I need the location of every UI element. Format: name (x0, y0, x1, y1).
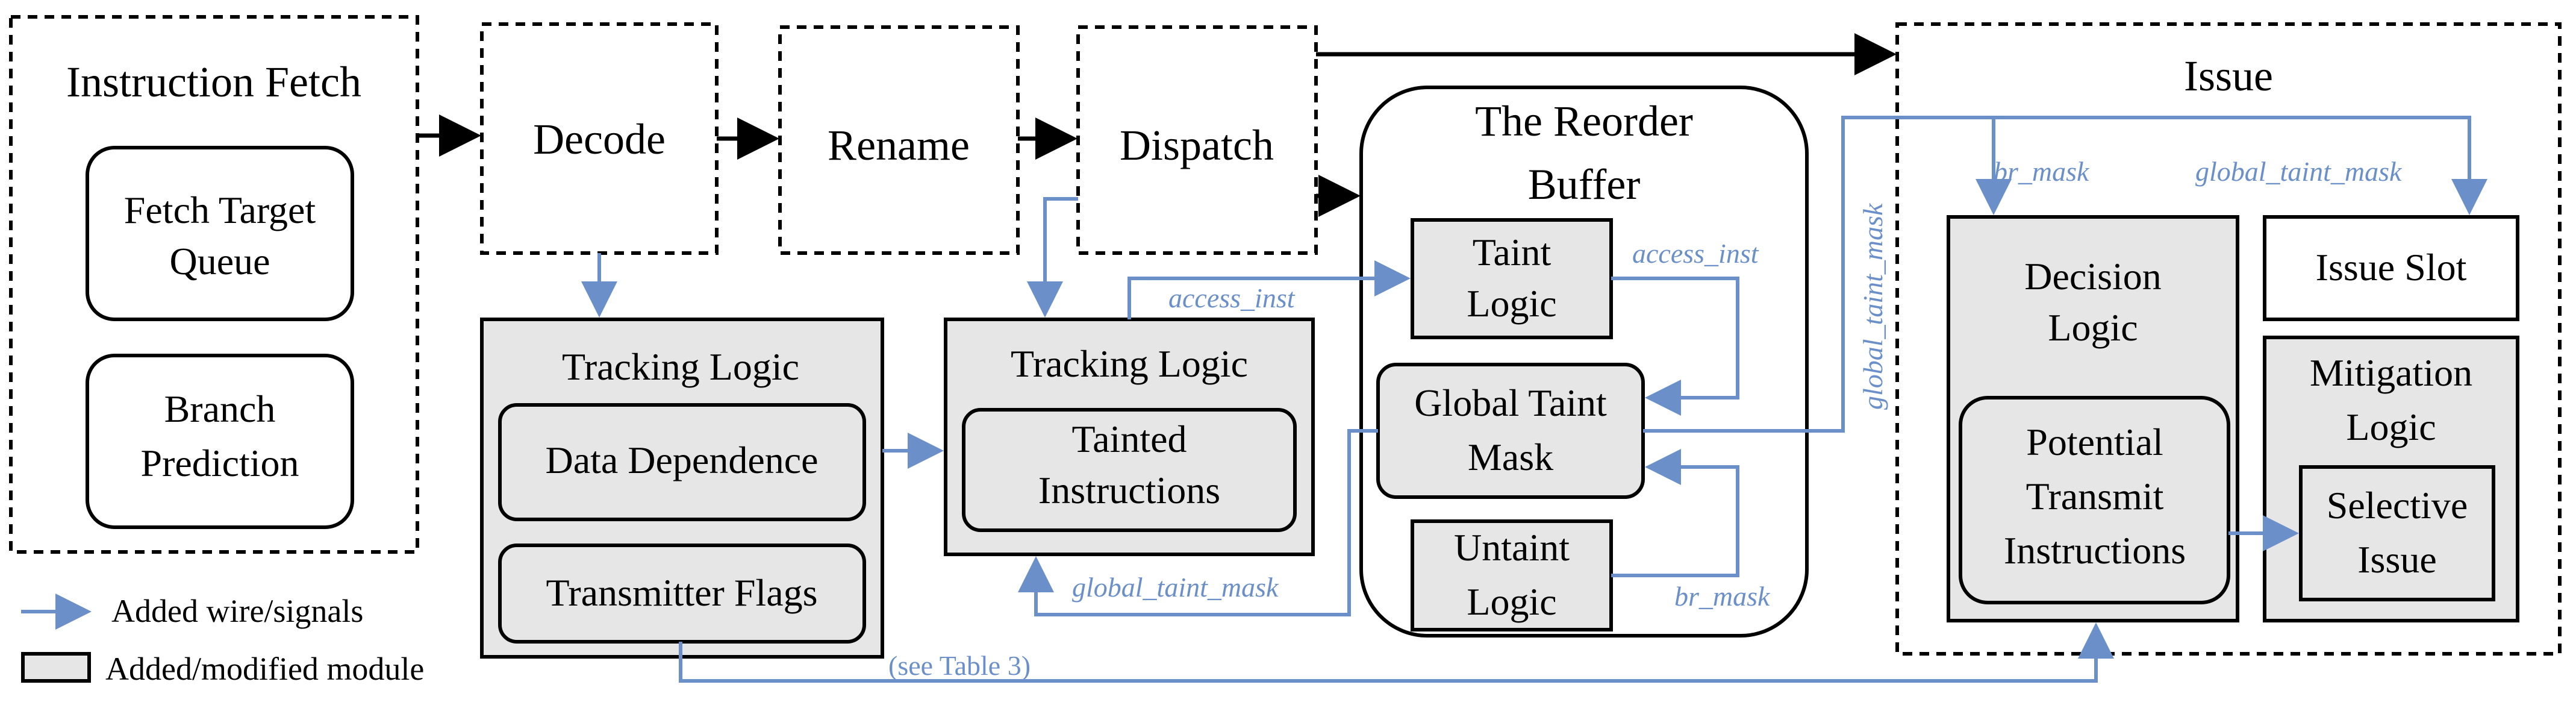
global-taint-mask-line2: Mask (1468, 436, 1553, 478)
legend-module-label: Added/modified module (105, 651, 424, 687)
legend-wire-label: Added wire/signals (111, 593, 363, 629)
wire-br-mask-to-decision (1976, 116, 2120, 215)
fetch-target-queue-box: Fetch Target Queue (86, 146, 354, 321)
dispatch-stage: Dispatch (1076, 25, 1318, 255)
signal-access-inst-1: access_inst (1168, 283, 1296, 313)
wire-gtm-to-tracking2 (1018, 429, 1378, 616)
reorder-buffer: The Reorder Buffer Taint Logic Global Ta… (1359, 86, 1809, 638)
fetch-target-queue-line1: Fetch Target (124, 189, 316, 231)
issue-stage: Issue Decision Logic Potential Transmit … (1895, 22, 2562, 656)
tracking-logic-1: Tracking Logic Data Dependence Transmitt… (480, 318, 884, 659)
mitigation-logic-line2: Logic (2346, 406, 2436, 448)
wire-gtm-to-issue-slot (2120, 116, 2487, 215)
see-table-note: (see Table 3) (888, 650, 1031, 681)
taint-logic-line2: Logic (1467, 282, 1556, 325)
rob-title-line2: Buffer (1528, 160, 1641, 208)
pipeline-arrows (417, 33, 1897, 217)
taint-logic-line1: Taint (1473, 231, 1552, 274)
issue-slot-label: Issue Slot (2316, 246, 2467, 289)
tainted-instructions-line2: Instructions (1038, 469, 1220, 512)
untaint-logic-line1: Untaint (1454, 526, 1570, 569)
decision-logic-line1: Decision (2024, 255, 2162, 298)
instruction-fetch-title: Instruction Fetch (66, 58, 361, 106)
rename-title: Rename (828, 121, 970, 169)
wire-taint-logic-to-gtm (1611, 277, 1739, 416)
decision-logic-line2: Logic (2048, 306, 2138, 349)
selective-issue-line1: Selective (2327, 484, 2468, 527)
wire-dispatch-to-tracking2 (1027, 197, 1078, 318)
fetch-target-queue-line2: Queue (169, 240, 270, 283)
potential-line1: Potential (2026, 421, 2163, 463)
branch-prediction-line2: Prediction (140, 442, 299, 484)
global-taint-mask-line1: Global Taint (1414, 381, 1607, 424)
tracking-logic-1-title: Tracking Logic (562, 345, 799, 388)
tracking-logic-2-title: Tracking Logic (1011, 342, 1248, 385)
wire-access-inst-to-taint-logic (1127, 260, 1411, 319)
signal-global-taint-mask-vertical: global_taint_mask (1857, 202, 1888, 410)
data-dependence-label: Data Dependence (545, 439, 818, 481)
signal-br-mask-issue: br_mask (1994, 156, 2090, 187)
potential-line2: Transmit (2026, 475, 2164, 518)
untaint-logic-line2: Logic (1467, 580, 1556, 623)
dispatch-title: Dispatch (1120, 121, 1274, 169)
rob-title-line1: The Reorder (1475, 97, 1693, 145)
signal-br-mask-rob: br_mask (1674, 581, 1771, 612)
mitigation-logic-line1: Mitigation (2310, 351, 2472, 394)
issue-title: Issue (2184, 52, 2273, 100)
instruction-fetch-stage: Instruction Fetch Fetch Target Queue Bra… (9, 15, 419, 554)
decode-title: Decode (533, 115, 666, 163)
wire-transmitter-flags-to-potential (679, 622, 2114, 683)
wire-untaint-logic-to-gtm (1611, 449, 1739, 577)
signal-access-inst-2: access_inst (1632, 238, 1759, 269)
potential-line3: Instructions (2004, 529, 2186, 572)
legend: Added wire/signals Added/modified module (21, 593, 424, 687)
wire-gtm-to-issue (1643, 116, 2120, 433)
decode-stage: Decode (480, 22, 719, 255)
signal-global-taint-mask-issue: global_taint_mask (2195, 156, 2403, 187)
branch-prediction-line1: Branch (164, 387, 276, 430)
tainted-instructions-line1: Tainted (1072, 418, 1187, 460)
legend-module-swatch (21, 652, 91, 683)
transmitter-flags-label: Transmitter Flags (546, 571, 818, 614)
selective-issue-line2: Issue (2357, 538, 2437, 581)
added-signals (581, 116, 2487, 683)
signal-global-taint-mask-bottom: global_taint_mask (1072, 572, 1279, 603)
branch-prediction-box: Branch Prediction (86, 354, 354, 529)
tracking-logic-2: Tracking Logic Tainted Instructions (944, 318, 1315, 556)
rename-stage: Rename (778, 25, 1020, 255)
